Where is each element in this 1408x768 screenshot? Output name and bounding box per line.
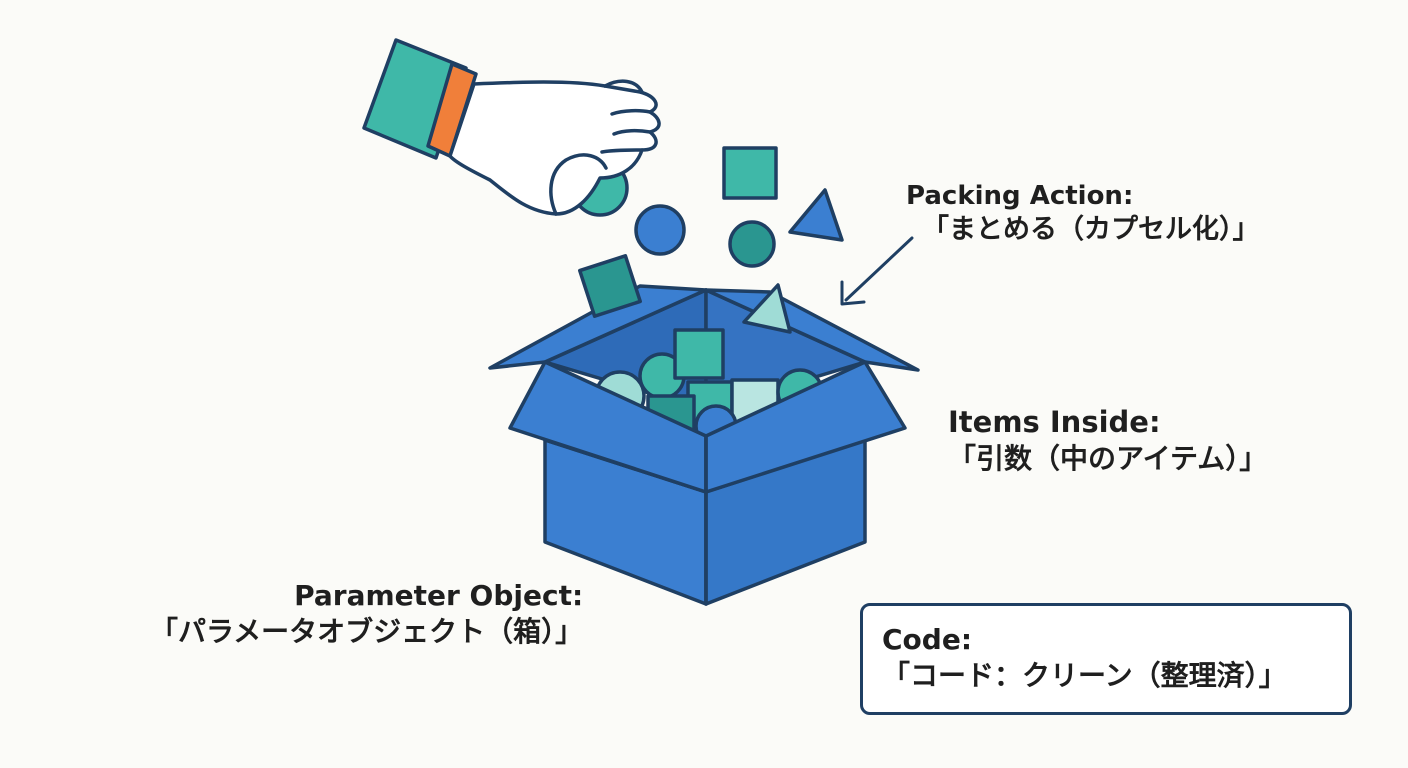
square-shape: [722, 146, 778, 200]
circle-shape: [634, 204, 686, 256]
packing-action-subtitle: 「まとめる（カプセル化）」: [922, 214, 1260, 246]
open-box-icon: [488, 284, 920, 606]
code-callout-box: [860, 603, 1352, 715]
triangle-shape: [742, 283, 792, 334]
square-shape: [578, 254, 642, 318]
triangle-shape: [788, 188, 844, 242]
code-label: Code: 「コード：クリーン（整理済）」: [882, 622, 1287, 694]
arrow-icon: [840, 236, 914, 306]
parameter-object-label: Parameter Object: 「パラメータオブジェクト（箱）」: [150, 578, 583, 650]
parameter-object-title: Parameter Object:: [294, 579, 584, 612]
square-shape: [673, 328, 725, 380]
code-title: Code:: [882, 623, 973, 656]
items-inside-subtitle: 「引数（中のアイテム）」: [948, 442, 1268, 476]
code-subtitle: 「コード：クリーン（整理済）」: [882, 658, 1287, 692]
circle-shape: [728, 220, 776, 268]
items-inside-label: Items Inside: 「引数（中のアイテム）」: [948, 404, 1267, 477]
parameter-object-subtitle: 「パラメータオブジェクト（箱）」: [150, 614, 584, 648]
packing-action-title: Packing Action:: [906, 181, 1134, 211]
hand-icon: [362, 38, 661, 216]
packing-action-label: Packing Action: 「まとめる（カプセル化）」: [906, 180, 1260, 248]
items-inside-title: Items Inside:: [948, 405, 1161, 439]
